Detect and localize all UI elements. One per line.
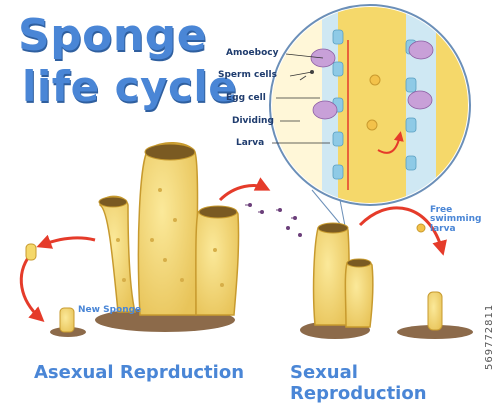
label-dividing: Dividing xyxy=(232,116,274,126)
new-sponge-label: New Sponge xyxy=(78,305,142,315)
free-larva xyxy=(416,223,426,233)
caption-sexual: Sexual Reproduction xyxy=(290,362,427,404)
watermark: 569772811 xyxy=(484,303,495,370)
caption-asexual: Asexual Reprduction xyxy=(34,362,245,383)
asexual-cycle xyxy=(19,234,96,337)
arrow-to-sperm xyxy=(218,177,271,202)
new-sponge-sexual xyxy=(397,291,473,339)
larva-arrow xyxy=(358,206,447,256)
small-sponges xyxy=(300,222,374,339)
label-amoebocy: Amoebocy xyxy=(226,48,279,58)
large-sponge xyxy=(95,142,240,332)
title-line-2: life cycle xyxy=(22,62,238,111)
free-swimming-label: Free swimming larva xyxy=(430,205,482,234)
label-egg-cell: Egg cell xyxy=(226,93,266,103)
label-larva: Larva xyxy=(236,138,265,148)
sperm-cells xyxy=(248,203,302,237)
title-line-1: Sponge xyxy=(18,10,208,61)
magnified-inset xyxy=(269,4,471,227)
label-sperm-cells: Sperm cells xyxy=(218,70,277,80)
